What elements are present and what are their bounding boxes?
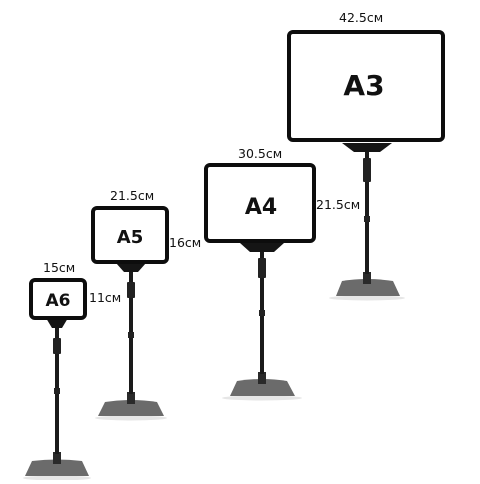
- stand-a5-collar: [127, 392, 135, 404]
- stand-a3-sign-label: A3: [343, 69, 384, 102]
- stand-a6: A6: [23, 278, 91, 481]
- stand-a5-clamp: [127, 282, 135, 298]
- stand-a3: A3: [287, 30, 445, 301]
- stand-a4: A4: [204, 163, 316, 401]
- stand-a6-collar: [53, 452, 61, 464]
- stand-a3-collar: [363, 272, 371, 284]
- stand-a5-base: [98, 400, 164, 416]
- stand-a4-frame: [204, 163, 316, 243]
- stand-a4-joint: [259, 310, 265, 316]
- stand-a5-frame: [91, 206, 169, 264]
- stand-a5-bracket: [116, 263, 146, 272]
- stand-a6-sign-label: A6: [46, 291, 71, 311]
- stand-a3-base: [336, 279, 400, 296]
- stand-a4-sign-label: A4: [245, 195, 277, 220]
- stand-a6-shadow: [23, 475, 91, 481]
- stand-a4-collar: [258, 372, 266, 384]
- stand-a4-base: [230, 379, 295, 396]
- stand-a6-frame: [29, 278, 87, 320]
- stand-a5-sign-label: A5: [117, 227, 143, 248]
- stand-a3-pole: [365, 146, 369, 274]
- stand-a3-clamp: [363, 158, 371, 182]
- stand-a6-height-label: 11см: [89, 290, 122, 305]
- stand-a5-pole: [129, 266, 133, 394]
- stand-a4-bracket: [240, 243, 284, 252]
- stand-a5-shadow: [95, 415, 167, 421]
- stand-a3-width-label: 42.5см: [339, 10, 384, 25]
- stand-a6-clamp: [53, 338, 61, 354]
- stand-a6-pole: [55, 320, 59, 454]
- stand-a6-joint: [54, 388, 60, 394]
- stand-a3-bracket: [342, 143, 392, 152]
- stand-a4-height-label: 21.5см: [316, 197, 361, 212]
- stand-a4-clamp: [258, 258, 266, 278]
- stand-a5-width-label: 21.5см: [110, 188, 155, 203]
- stand-a6-width-label: 15см: [43, 260, 76, 275]
- stand-a5: A5: [91, 206, 169, 421]
- stand-a5-joint: [128, 332, 134, 338]
- stand-a5-height-label: 16см: [169, 235, 202, 250]
- stand-a6-bracket: [46, 318, 68, 328]
- stand-a3-shadow: [329, 295, 405, 301]
- stand-a4-shadow: [222, 395, 302, 401]
- stand-a4-width-label: 30.5см: [238, 146, 283, 161]
- stand-a3-joint: [364, 216, 370, 222]
- stand-a3-frame: [287, 30, 445, 142]
- stand-a6-base: [25, 459, 89, 476]
